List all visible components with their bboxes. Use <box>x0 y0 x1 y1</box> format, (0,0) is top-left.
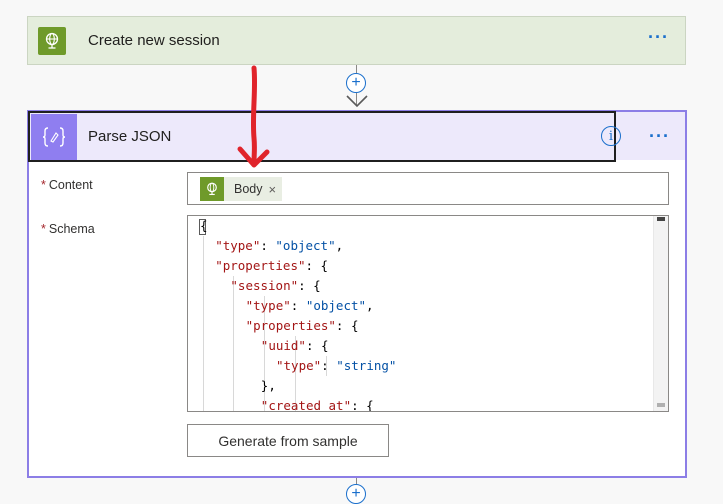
scrollbar-thumb[interactable] <box>657 217 665 221</box>
json-key: "properties" <box>215 258 306 273</box>
globe-icon <box>38 26 66 55</box>
code-line: "created_at": { <box>260 396 374 412</box>
remove-token-button[interactable]: × <box>268 181 277 197</box>
more-options-button[interactable]: ··· <box>648 27 669 47</box>
json-punctuation: : { <box>305 338 329 353</box>
json-punctuation: }, <box>260 378 276 393</box>
json-string: "object" <box>275 238 336 253</box>
json-string: "string" <box>336 358 397 373</box>
parse-json-header[interactable]: Parse JSON <box>28 111 616 162</box>
more-options-button[interactable]: ··· <box>649 126 670 146</box>
code-line: "properties": { <box>246 316 359 336</box>
json-punctuation: : <box>321 358 337 373</box>
add-step-button[interactable]: + <box>346 73 366 93</box>
indent-guide <box>326 356 327 376</box>
code-line: "session": { <box>230 276 320 296</box>
json-punctuation: : { <box>351 398 374 412</box>
code-line: "type": "object", <box>215 236 343 256</box>
schema-code[interactable]: {"type": "object","properties": {"sessio… <box>188 216 652 411</box>
code-line: "type": "string" <box>276 356 396 376</box>
vertical-scrollbar[interactable] <box>653 216 668 411</box>
schema-editor[interactable]: {"type": "object","properties": {"sessio… <box>187 215 669 412</box>
code-line: "properties": { <box>215 256 328 276</box>
http-action-icon-box <box>28 17 76 64</box>
braces-icon <box>31 114 77 160</box>
generate-from-sample-button[interactable]: Generate from sample <box>187 424 389 457</box>
json-key: "uuid" <box>260 338 306 353</box>
json-punctuation: , <box>335 238 344 253</box>
json-punctuation: , <box>366 298 374 313</box>
plus-icon: + <box>351 485 361 502</box>
json-punctuation: { <box>200 218 208 233</box>
text-cursor-highlight <box>199 219 206 235</box>
indent-guide <box>233 276 234 411</box>
json-key: "properties" <box>245 318 336 333</box>
code-line: { <box>200 216 208 236</box>
json-punctuation: : <box>290 298 306 313</box>
json-key: "type" <box>215 238 261 253</box>
content-field[interactable]: Body × <box>187 172 669 205</box>
scroll-down-arrow[interactable] <box>657 403 665 407</box>
token-label: Body <box>234 182 263 196</box>
create-new-session-card[interactable]: Create new session ··· <box>27 16 686 65</box>
step-title: Create new session <box>88 32 220 49</box>
json-key: "type" <box>245 298 291 313</box>
indent-guide <box>295 336 296 411</box>
json-key: "session" <box>230 278 299 293</box>
json-punctuation: : { <box>305 258 329 273</box>
connector-line <box>356 478 357 484</box>
json-punctuation: : { <box>335 318 359 333</box>
chevron-down-icon <box>346 95 368 108</box>
required-marker: * <box>41 178 46 192</box>
info-icon[interactable]: i <box>601 126 621 146</box>
annotation-arrow-icon <box>237 65 270 168</box>
connector-line <box>356 93 357 106</box>
step-title: Parse JSON <box>88 128 172 145</box>
indent-guide <box>203 236 204 411</box>
parse-json-card: Parse JSON i ··· *Content Body × *Schema <box>27 110 687 478</box>
code-line: "uuid": { <box>261 336 329 356</box>
content-label: *Content <box>41 178 93 192</box>
connector-line <box>356 65 357 74</box>
json-string: "object" <box>305 298 367 313</box>
json-key: "type" <box>276 358 322 373</box>
plus-icon: + <box>351 74 361 91</box>
code-line: }, <box>261 376 276 396</box>
globe-icon <box>200 177 224 201</box>
dynamic-content-token[interactable]: Body × <box>200 177 283 201</box>
required-marker: * <box>41 222 46 236</box>
code-line: "type": "object", <box>246 296 374 316</box>
json-punctuation: : <box>260 238 276 253</box>
json-punctuation: : { <box>298 278 321 293</box>
json-key: "created_at" <box>260 398 352 412</box>
card-header-background <box>616 112 685 160</box>
indent-guide <box>264 296 265 411</box>
schema-label: *Schema <box>41 222 95 236</box>
add-step-button[interactable]: + <box>346 484 366 504</box>
